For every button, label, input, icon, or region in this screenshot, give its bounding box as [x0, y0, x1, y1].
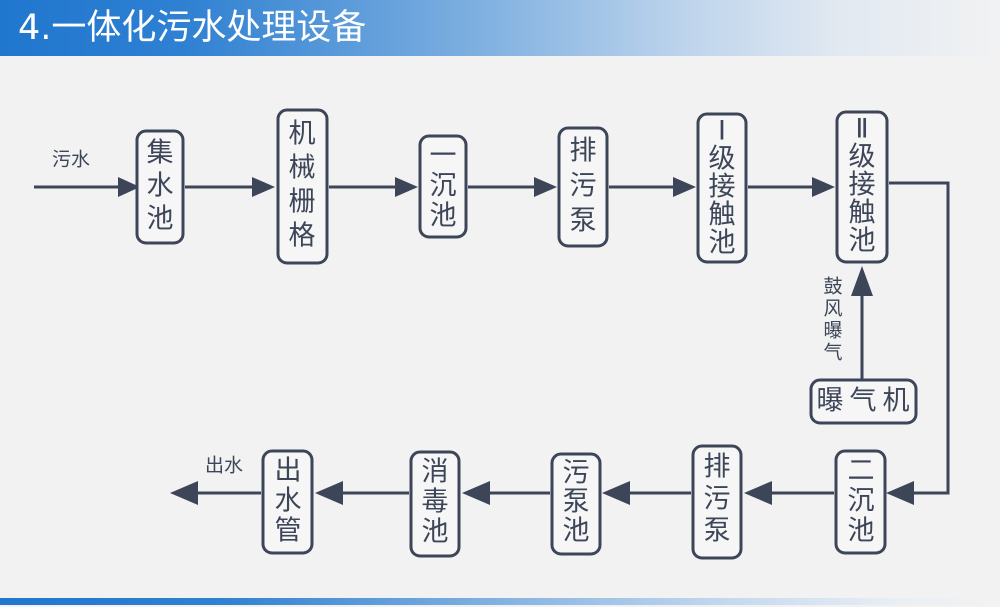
node-label-paiwubeng-top-char-1: 污: [570, 171, 597, 202]
edge-label-inlet: 污水: [52, 149, 90, 171]
node-label-jiechuchi-2-char-2: 接: [849, 170, 876, 201]
node-yichenchi[interactable]: 一 沉 池: [418, 134, 468, 239]
node-label-jishuichi-char-2: 池: [147, 204, 174, 235]
node-label-chushuiguan-char-1: 水: [275, 486, 302, 517]
node-label-jixieshange-char-3: 格: [289, 221, 316, 252]
node-label-yichenchi-char-1: 沉: [430, 171, 457, 202]
node-label-xiaoduchi-char-0: 消: [422, 457, 449, 488]
edge-label-aeration-char-3: 气: [823, 342, 842, 364]
node-label-jiechuchi-1-char-0: Ⅰ: [718, 116, 726, 147]
node-box-paiwubeng-bottom[interactable]: [691, 444, 743, 560]
node-label-jishuichi-char-1: 水: [147, 171, 174, 202]
node-paiwubeng-top[interactable]: 排 污 泵: [557, 126, 609, 248]
node-label-yichenchi-char-2: 池: [430, 201, 457, 232]
node-jixieshange[interactable]: 机 械 栅 格: [276, 108, 329, 265]
edge-yichenchi-to-paiwubeng1: [468, 177, 557, 197]
node-label-jiechuchi-2-char-4: 池: [849, 226, 876, 257]
node-label-paiwubeng-top-char-0: 排: [570, 136, 597, 167]
node-jiechuchi-1[interactable]: Ⅰ 级 接 触 池: [696, 112, 748, 264]
node-box-jixieshange[interactable]: [276, 108, 329, 265]
node-wubengchi[interactable]: 污 泵 池: [550, 452, 602, 556]
node-label-wubengchi-char-0: 污: [563, 458, 590, 489]
node-label-jiechuchi-1-char-1: 级: [709, 144, 736, 175]
edge-erchenchi-to-paiwubeng2: [744, 481, 834, 505]
edge-jishuichi-to-jixieshange: [185, 177, 275, 197]
node-label-xiaoduchi-char-1: 毒: [422, 487, 449, 518]
node-label-jiechuchi-1-char-3: 触: [709, 200, 736, 231]
node-label-jishuichi-char-0: 集: [147, 138, 174, 169]
edge-xiaoduchi-to-chushuiguan: [315, 481, 409, 505]
node-label-baoqiji-char-0: 曝: [817, 386, 844, 417]
node-baoqiji[interactable]: 曝 气 机: [809, 378, 918, 425]
node-box-xiaoduchi[interactable]: [409, 450, 461, 558]
node-label-jixieshange-char-2: 栅: [289, 187, 316, 218]
node-label-erchenchi-char-2: 池: [848, 516, 875, 547]
node-label-paiwubeng-top-char-2: 泵: [570, 206, 597, 237]
node-box-chushuiguan[interactable]: [261, 449, 314, 555]
node-label-jixieshange-char-1: 械: [289, 153, 316, 184]
node-chushuiguan[interactable]: 出 水 管: [261, 449, 314, 555]
node-box-yichenchi[interactable]: [418, 134, 468, 239]
node-box-baoqiji[interactable]: [809, 378, 918, 425]
process-flow-diagram: 污水 集 水 池 机 械 栅 格 一 沉: [34, 108, 950, 560]
edge-inlet: 污水: [34, 149, 140, 197]
edge-aeration: 鼓 风 曝 气: [823, 266, 873, 381]
node-label-jiechuchi-2-char-1: 级: [849, 142, 876, 173]
page-title: 4.一体化污水处理设备: [18, 8, 367, 48]
node-xiaoduchi[interactable]: 消 毒 池: [409, 450, 461, 558]
edge-wubengchi-to-xiaoduchi: [462, 481, 550, 505]
node-paiwubeng-bottom[interactable]: 排 污 泵: [691, 444, 743, 560]
node-jiechuchi-2[interactable]: Ⅱ 级 接 触 池: [835, 110, 889, 264]
node-label-wubengchi-char-1: 泵: [563, 487, 590, 518]
node-label-xiaoduchi-char-2: 池: [422, 517, 449, 548]
node-label-wubengchi-char-2: 池: [563, 516, 590, 547]
edge-label-aeration-char-2: 曝: [823, 320, 842, 342]
node-box-jiechuchi-2[interactable]: [835, 110, 889, 264]
node-box-paiwubeng-top[interactable]: [557, 126, 609, 248]
node-label-baoqiji-char-1: 气: [850, 386, 877, 417]
edge-label-aeration-char-0: 鼓: [823, 276, 842, 298]
node-box-jiechuchi-1[interactable]: [696, 112, 748, 264]
node-label-erchenchi-char-1: 沉: [848, 486, 875, 517]
node-box-jishuichi[interactable]: [135, 129, 185, 245]
node-label-paiwubeng-bottom-char-2: 泵: [704, 516, 731, 547]
edge-label-aeration-char-1: 风: [823, 298, 842, 320]
footer-bar: [0, 598, 1000, 605]
node-label-jixieshange-char-0: 机: [289, 119, 316, 150]
node-box-erchenchi[interactable]: [834, 449, 887, 555]
edge-label-outlet: 出水: [205, 455, 243, 477]
node-label-jiechuchi-2-char-0: Ⅱ: [855, 114, 868, 145]
header-bar: 4.一体化污水处理设备: [0, 0, 1000, 56]
node-label-baoqiji-char-2: 机: [883, 386, 910, 417]
edge-outlet: 出水: [170, 455, 261, 505]
node-label-jiechuchi-1-char-2: 接: [709, 172, 736, 203]
node-jishuichi[interactable]: 集 水 池: [135, 129, 185, 245]
edge-paiwubeng1-to-jiechuchi1: [609, 177, 696, 197]
node-label-erchenchi-char-0: 二: [848, 456, 875, 487]
node-erchenchi[interactable]: 二 沉 池: [834, 449, 887, 555]
node-box-wubengchi[interactable]: [550, 452, 602, 556]
node-label-yichenchi-char-0: 一: [430, 141, 457, 172]
edge-jixieshange-to-yichenchi: [329, 177, 418, 197]
node-label-jiechuchi-2-char-3: 触: [849, 198, 876, 229]
node-label-paiwubeng-bottom-char-0: 排: [704, 452, 731, 483]
node-label-paiwubeng-bottom-char-1: 污: [704, 484, 731, 515]
edge-jiechuchi1-to-jiechuchi2: [748, 177, 835, 197]
node-label-chushuiguan-char-0: 出: [275, 456, 302, 487]
edge-paiwubeng2-to-wubengchi: [602, 481, 691, 505]
edge-jiechuchi2-to-erchenchi: [886, 181, 950, 505]
node-label-jiechuchi-1-char-4: 池: [709, 228, 736, 259]
node-label-chushuiguan-char-2: 管: [275, 516, 302, 547]
